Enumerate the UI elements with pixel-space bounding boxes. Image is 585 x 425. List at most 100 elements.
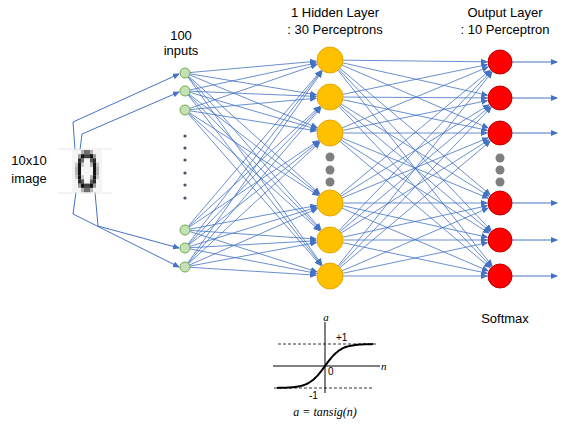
image-pixel	[93, 154, 96, 158]
image-pixel	[84, 163, 87, 167]
image-pixel	[75, 158, 78, 162]
image-arrow	[80, 92, 179, 150]
output-arrow	[512, 203, 557, 204]
hidden-node	[317, 190, 343, 216]
image-pixel	[72, 154, 75, 158]
image-pixel	[84, 179, 87, 183]
image-pixel	[81, 154, 84, 158]
ellipsis-dot	[326, 153, 335, 162]
image-pixel	[72, 158, 75, 162]
weight-line	[339, 71, 491, 230]
image-pixel	[84, 175, 87, 179]
image-pixel	[96, 175, 99, 179]
weight-line	[190, 91, 316, 96]
image-pixel	[99, 150, 102, 154]
weight-line	[190, 98, 316, 109]
image-pixel	[72, 150, 75, 154]
image-pixel	[87, 188, 90, 192]
image-pixel	[87, 163, 90, 167]
weight-lines	[188, 60, 492, 276]
image-pixel	[84, 171, 87, 175]
image-pixel	[90, 179, 93, 183]
hidden-node	[317, 84, 343, 110]
image-pixel	[90, 158, 93, 162]
ellipsis-dot	[183, 196, 186, 199]
weight-line	[189, 141, 318, 227]
input-node	[180, 68, 190, 78]
image-pixel	[75, 179, 78, 183]
image-pixel	[99, 171, 102, 175]
ellipsis-dot	[183, 134, 186, 137]
image-pixel	[78, 179, 81, 183]
image-pixel	[75, 188, 78, 192]
image-pixel	[78, 175, 81, 179]
weight-line	[188, 114, 321, 266]
image-arrow	[73, 192, 179, 267]
image-pixel	[87, 184, 90, 188]
image-pixel	[72, 179, 75, 183]
ellipsis-dot	[183, 171, 186, 174]
image-pixel	[81, 175, 84, 179]
ellipsis-dot	[183, 183, 186, 186]
output-node	[488, 50, 512, 74]
digit-image	[58, 149, 112, 193]
activation-label: Softmax	[481, 311, 529, 327]
image-pixel	[99, 154, 102, 158]
hidden-node	[317, 47, 343, 73]
ellipsis-dot	[326, 178, 335, 187]
input-node	[180, 225, 190, 235]
output-node	[488, 228, 512, 252]
image-pixel	[93, 175, 96, 179]
image-pixel	[96, 158, 99, 162]
image-pixel	[93, 163, 96, 167]
image-pixel	[81, 158, 84, 162]
image-pixel	[78, 188, 81, 192]
weight-line	[338, 70, 492, 266]
image-pixel	[81, 188, 84, 192]
tick-label: 0	[328, 366, 334, 378]
weight-line	[339, 69, 491, 230]
image-frame-line	[58, 149, 112, 150]
tansig-curve	[277, 344, 373, 388]
axis-label: a	[323, 310, 329, 324]
image-pixel	[72, 171, 75, 175]
image-pixel	[72, 167, 75, 171]
weight-line	[190, 63, 316, 90]
ellipsis-dot	[496, 154, 505, 163]
ellipsis-dot	[183, 158, 186, 161]
image-pixel	[93, 179, 96, 183]
tick-label: -1	[309, 390, 318, 402]
image-pixel	[81, 167, 84, 171]
image-pixel	[84, 154, 87, 158]
image-pixel	[84, 150, 87, 154]
axis-line	[273, 366, 380, 367]
ellipsis-dot	[326, 166, 335, 175]
hidden-node	[317, 263, 343, 289]
image-pixel	[96, 179, 99, 183]
weight-line	[190, 209, 318, 265]
weight-line	[343, 100, 488, 131]
output-layer	[488, 50, 512, 288]
hidden-node	[317, 227, 343, 253]
image-pixel	[75, 175, 78, 179]
image-arrow	[73, 74, 179, 150]
output-node	[488, 121, 512, 145]
image-pixel	[75, 154, 78, 158]
image-pixel	[81, 163, 84, 167]
image-pixel	[78, 184, 81, 188]
image-pixel	[72, 184, 75, 188]
weight-line	[341, 104, 489, 196]
ellipsis-dot	[496, 166, 505, 175]
image-pixel	[93, 158, 96, 162]
image-pixel	[84, 184, 87, 188]
weight-line	[339, 107, 491, 266]
image-pixel	[99, 158, 102, 162]
weight-line	[188, 77, 322, 265]
image-pixel	[87, 154, 90, 158]
image-arrow	[95, 192, 179, 248]
image-pixel	[96, 188, 99, 192]
weight-line	[188, 108, 321, 264]
image-pixel	[78, 167, 81, 171]
image-pixel	[75, 150, 78, 154]
